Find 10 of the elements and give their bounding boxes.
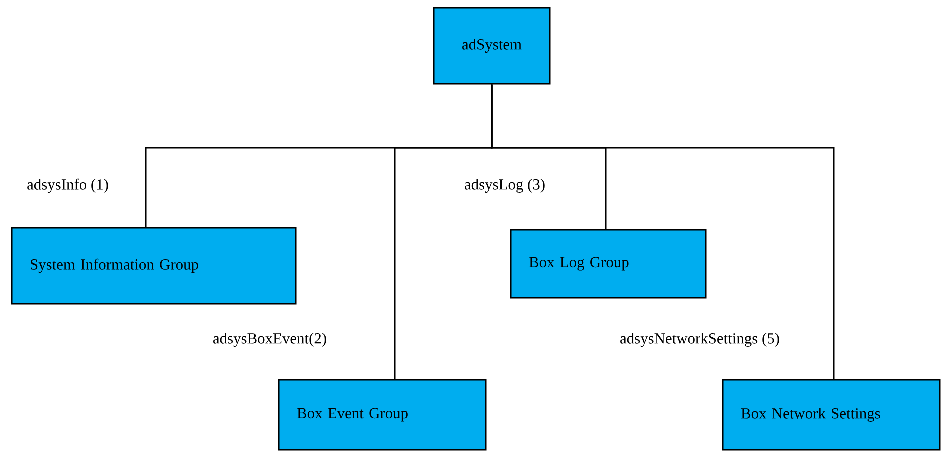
- edge-label: adsysLog (3): [465, 178, 545, 193]
- group-box: adSystem: [433, 7, 551, 85]
- connector-line: [491, 84, 835, 380]
- group-box: Box Network Settings: [722, 379, 941, 451]
- edge-label: adsysNetworkSettings (5): [620, 332, 780, 347]
- group-box: System Information Group: [11, 227, 297, 305]
- group-box: Box Event Group: [278, 379, 487, 451]
- group-box: Box Log Group: [510, 229, 707, 299]
- edge-label: adsysInfo (1): [28, 178, 108, 194]
- edge-label: adsysBoxEvent(2): [214, 332, 326, 347]
